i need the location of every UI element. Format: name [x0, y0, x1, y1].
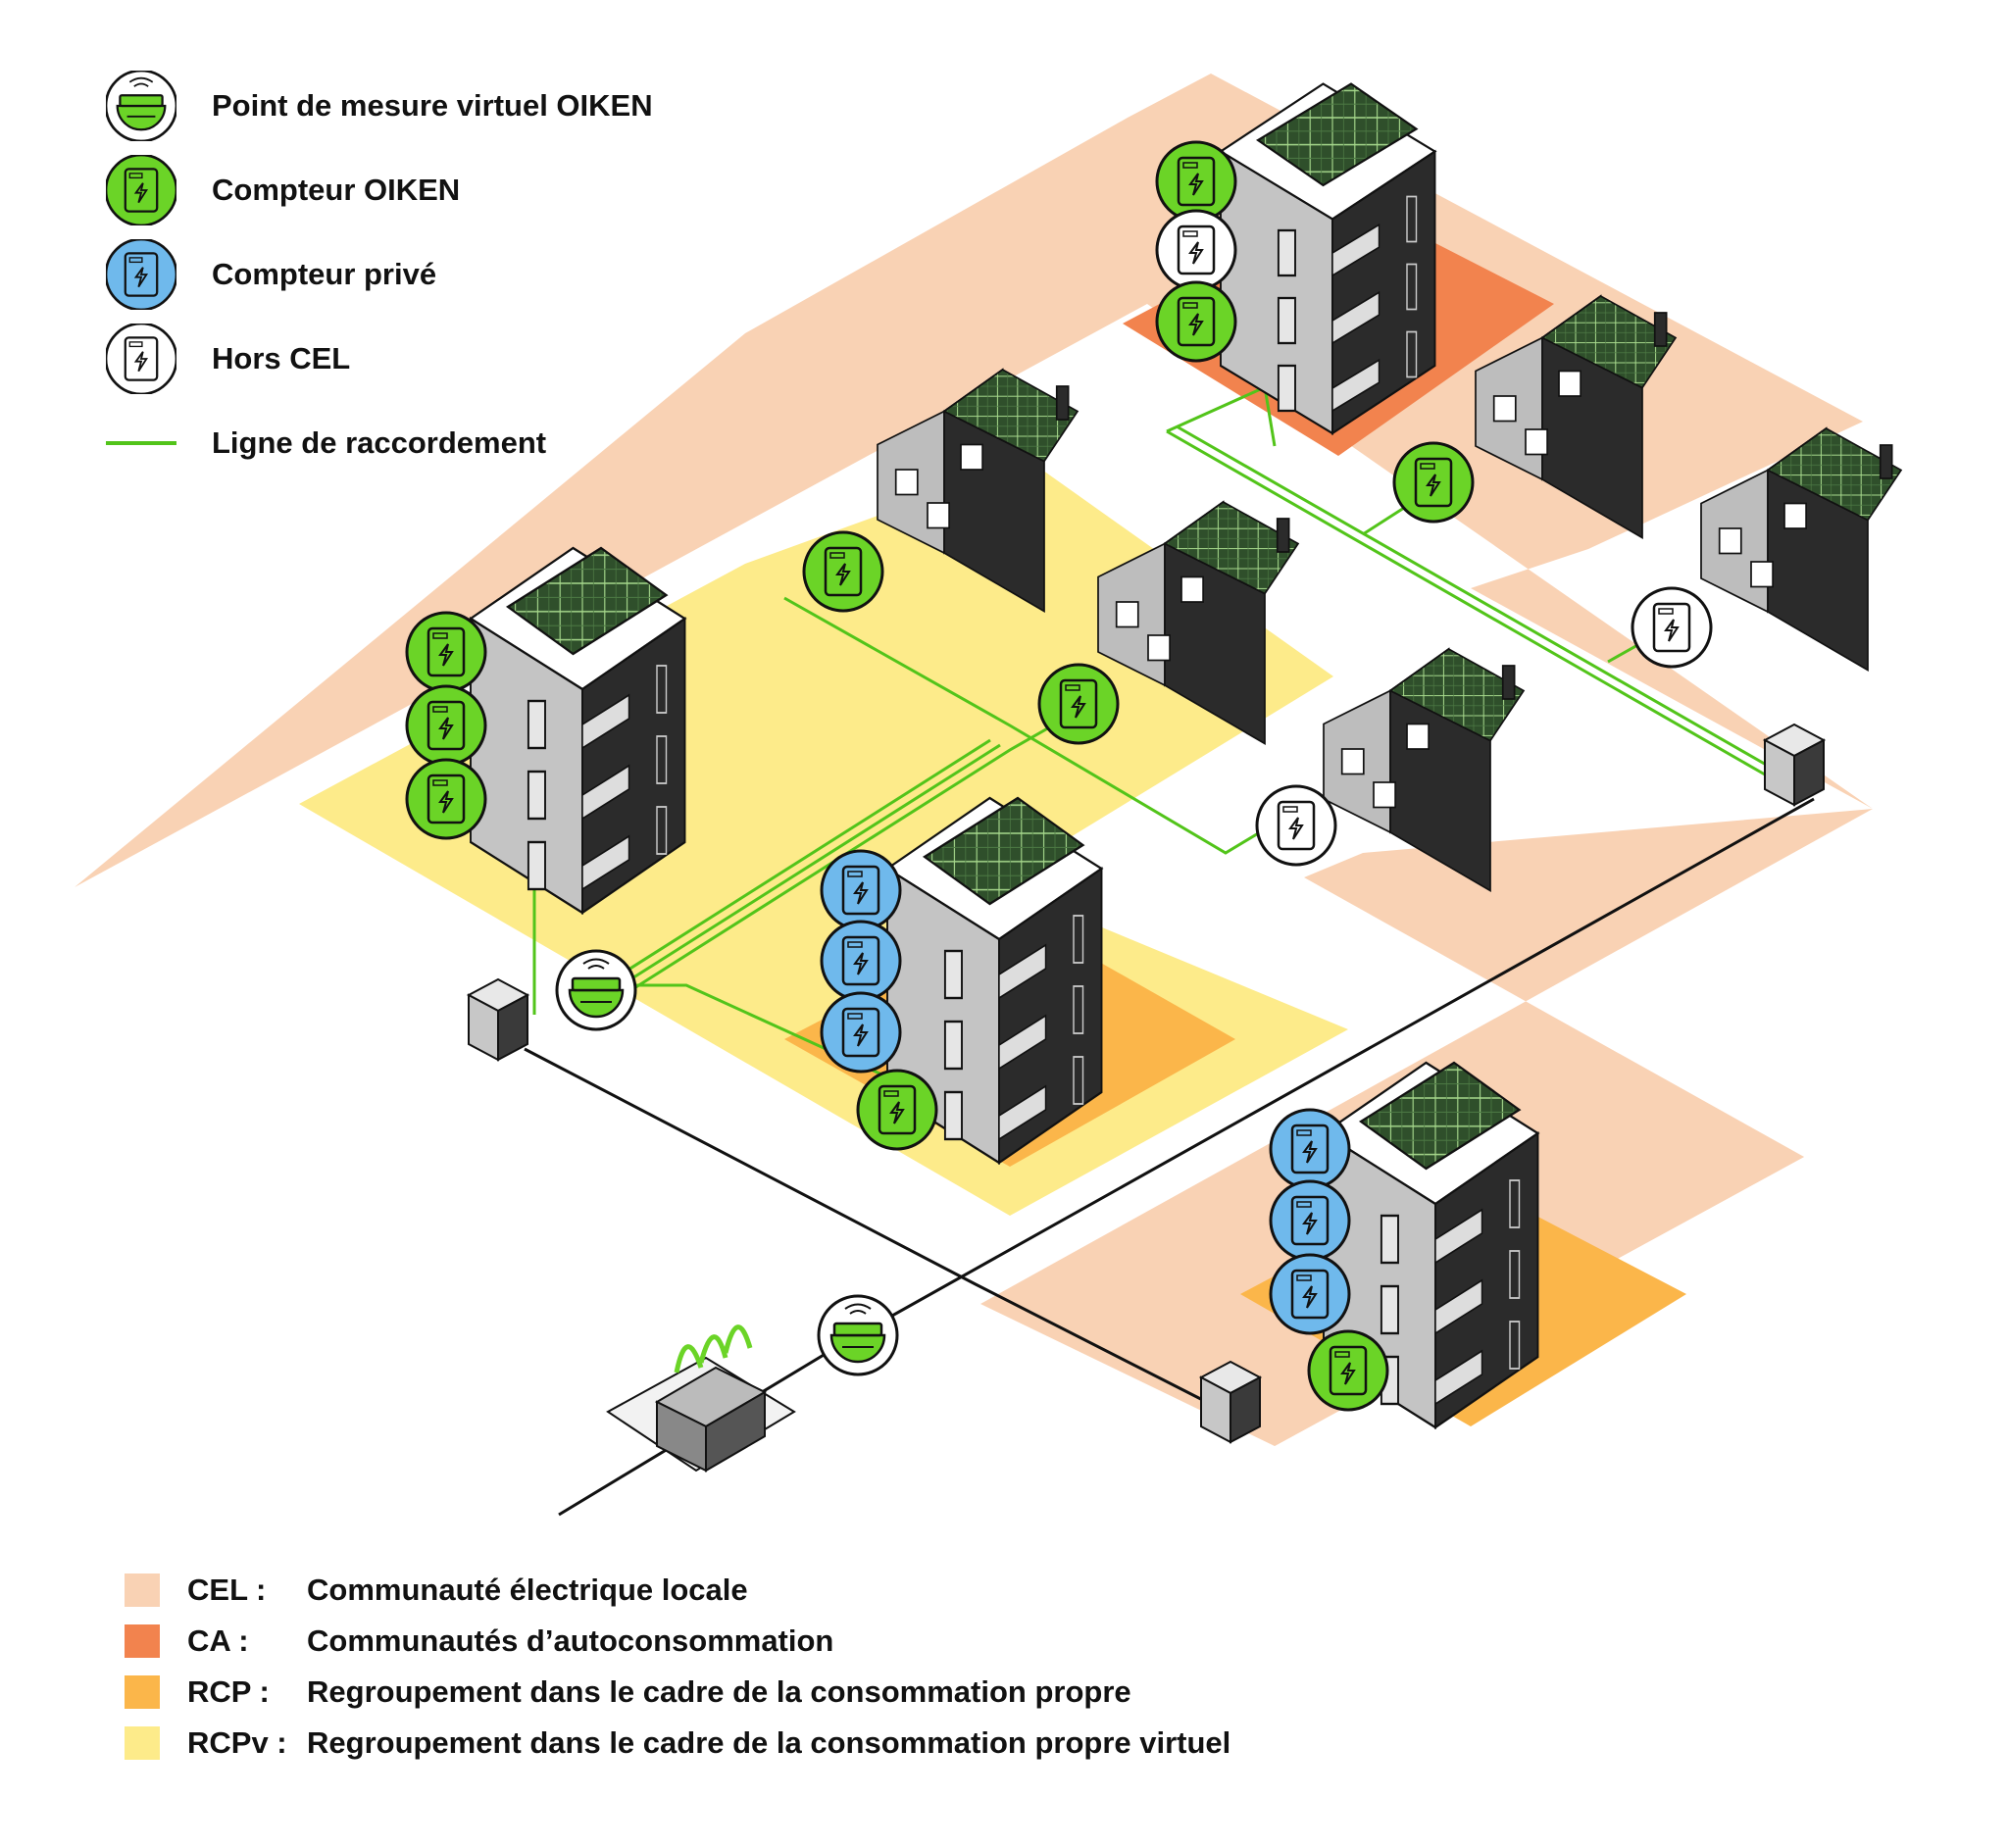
oiken-meter-icon [405, 758, 487, 840]
private-meter-icon [1269, 1108, 1351, 1190]
private-meter-icon [1269, 1253, 1351, 1335]
private-meter-icon [820, 849, 902, 931]
legend-symbols: Point de mesure virtuel OIKEN Compteur O… [106, 71, 653, 492]
legend-zone-rcp: RCP : Regroupement dans le cadre de la c… [125, 1667, 1230, 1718]
legend-label: Point de mesure virtuel OIKEN [212, 88, 653, 123]
outside-cel-meter-icon [1631, 586, 1713, 669]
legend-label: Ligne de raccordement [212, 425, 547, 460]
legend-item-private-meter: Compteur privé [106, 239, 653, 310]
distribution-cabinet [1764, 724, 1825, 806]
private-meter-icon [820, 920, 902, 1002]
oiken-meter-icon [856, 1069, 938, 1151]
legend-zones: CEL : Communauté électrique locale CA : … [125, 1565, 1230, 1769]
legend-item-virtual-meter: Point de mesure virtuel OIKEN [106, 71, 653, 141]
private-meter-icon [106, 239, 176, 310]
private-meter-icon [820, 991, 902, 1074]
apartment-building [1219, 82, 1436, 435]
oiken-meter-icon [1307, 1329, 1389, 1412]
oiken-meter-icon [1155, 140, 1237, 223]
zone-code: CEL : [187, 1573, 267, 1607]
color-swatch [125, 1573, 160, 1607]
distribution-cabinet [1200, 1361, 1261, 1443]
legend-label: Compteur OIKEN [212, 173, 461, 207]
transformer-station [606, 1324, 796, 1473]
zone-code: CA : [187, 1623, 249, 1658]
apartment-building [469, 546, 686, 915]
zone-description: Communautés d’autoconsommation [307, 1623, 834, 1658]
legend-label: Hors CEL [212, 341, 351, 375]
connection-line-icon [106, 441, 176, 445]
oiken-meter-icon [1037, 663, 1120, 745]
virtual-meter-icon [555, 949, 637, 1031]
zone-code: RCPv : [187, 1725, 287, 1760]
oiken-meter-icon [1392, 441, 1475, 524]
virtual-meter-icon [106, 71, 176, 141]
cable-line [524, 1047, 1236, 1419]
legend-item-connection-line: Ligne de raccordement [106, 408, 653, 478]
legend-label: Compteur privé [212, 257, 437, 291]
legend-zone-cel: CEL : Communauté électrique locale [125, 1565, 1230, 1616]
oiken-meter-icon [405, 611, 487, 693]
outside-cel-meter-icon [1255, 784, 1337, 867]
distribution-cabinet [468, 978, 528, 1061]
color-swatch [125, 1624, 160, 1658]
legend-zone-ca: CA : Communautés d’autoconsommation [125, 1616, 1230, 1667]
legend-zone-rcpv: RCPv : Regroupement dans le cadre de la … [125, 1718, 1230, 1769]
zone-description: Regroupement dans le cadre de la consomm… [307, 1674, 1131, 1709]
oiken-meter-icon [1155, 280, 1237, 363]
legend-item-oiken-meter: Compteur OIKEN [106, 155, 653, 225]
color-swatch [125, 1675, 160, 1709]
virtual-meter-icon [817, 1294, 899, 1376]
zone-description: Regroupement dans le cadre de la consomm… [307, 1725, 1231, 1760]
private-meter-icon [1269, 1179, 1351, 1262]
zone-description: Communauté électrique locale [307, 1573, 748, 1607]
color-swatch [125, 1726, 160, 1760]
outside-cel-meter-icon [1155, 209, 1237, 291]
oiken-meter-icon [802, 530, 884, 613]
oiken-meter-icon [405, 684, 487, 767]
zone-code: RCP : [187, 1674, 270, 1709]
outside-cel-meter-icon [106, 324, 176, 394]
oiken-meter-icon [106, 155, 176, 225]
legend-item-outside-cel: Hors CEL [106, 324, 653, 394]
